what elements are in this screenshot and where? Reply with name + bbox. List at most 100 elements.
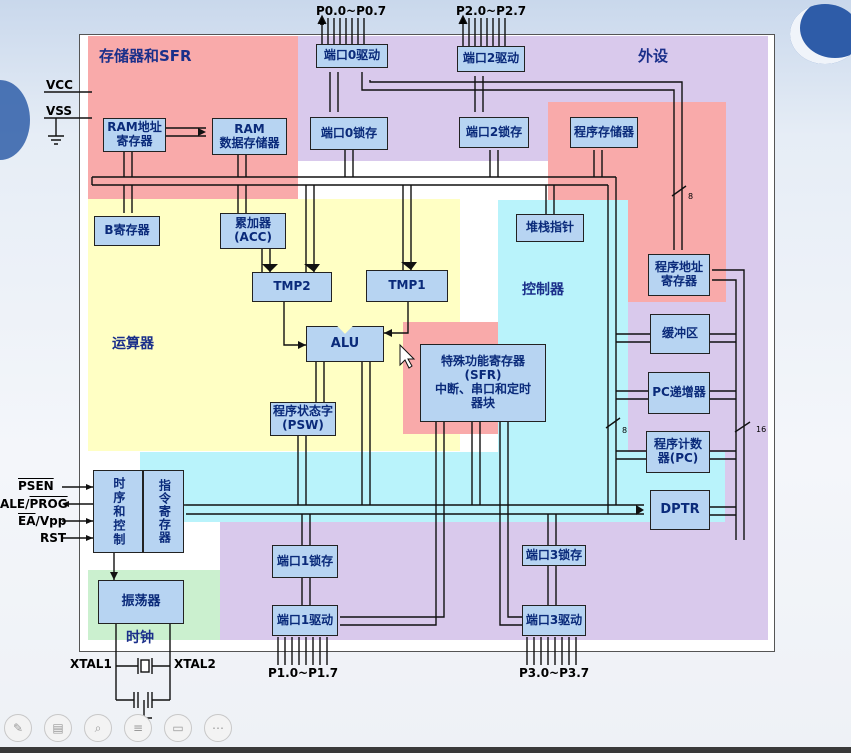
- buffer: 缓冲区: [650, 314, 710, 354]
- port3-latch-label: 端口3锁存: [525, 547, 583, 562]
- sfr-label-1: 特殊功能寄存器: [440, 354, 525, 369]
- p1-pin-label: P1.0~P1.7: [268, 666, 339, 680]
- bus-width-8-top: 8: [688, 192, 694, 201]
- sfr-block: 特殊功能寄存器(SFR)中断、串口和定时器块: [420, 344, 546, 422]
- sfr-label-3: 中断、串口和定时: [434, 382, 531, 396]
- dptr: DPTR: [650, 490, 710, 530]
- prog-addr-label-1: 程序地址: [654, 260, 703, 275]
- sfr-bus: [471, 422, 481, 505]
- internal-bus-upper: [92, 176, 616, 186]
- port0-latch: 端口0锁存: [310, 117, 388, 150]
- port1-latch-bus: [301, 514, 311, 545]
- program-counter: 程序计数器(PC): [646, 431, 710, 473]
- arrow-tips-top: [317, 14, 468, 25]
- timing-control: 时序和控制: [93, 470, 143, 553]
- pcinc-right: [710, 390, 736, 400]
- sfr-label-2: (SFR): [464, 368, 502, 383]
- peripheral-label: 外设: [638, 47, 669, 65]
- sp-bus: [545, 185, 555, 214]
- slides-icon[interactable]: ▤: [44, 714, 72, 742]
- bus-width-8-mid: 8: [622, 426, 628, 435]
- port2-latch-label: 端口2锁存: [465, 124, 523, 139]
- ea-vpp-label: EA/Vpp: [18, 514, 66, 528]
- vss-label: VSS: [46, 104, 73, 118]
- pcinc-link: [616, 390, 650, 400]
- psw-label-2: (PSW): [282, 418, 324, 432]
- psen-label: PSEN: [18, 479, 54, 493]
- pc-link: [616, 450, 650, 460]
- tmp1-label: TMP1: [388, 278, 426, 293]
- port2-driver: 端口2驱动: [457, 46, 525, 72]
- ramaddr-to-ram: [166, 127, 206, 137]
- program-memory: 程序存储器: [570, 117, 638, 148]
- more-icon[interactable]: ⋯: [204, 714, 232, 742]
- port1-driver-label: 端口1驱动: [276, 612, 334, 627]
- ale-prog-label: ALE/PROG: [0, 497, 68, 511]
- port3-driver-label: 端口3驱动: [525, 612, 583, 627]
- p2-pins: [462, 18, 506, 46]
- acc-label-1: 累加器: [234, 216, 271, 231]
- zoom-icon[interactable]: ⌕: [84, 714, 112, 742]
- memory-region: [88, 36, 298, 199]
- pc-label-2: 器(PC): [657, 451, 699, 465]
- ale-label: ALE/: [0, 497, 30, 511]
- p3-pins: [526, 637, 577, 665]
- vcc-label: VCC: [46, 78, 73, 92]
- port3-latch: 端口3锁存: [522, 545, 586, 566]
- psw-bus: [297, 436, 307, 505]
- alu-psw: [315, 362, 325, 402]
- ramaddr-bus: [123, 152, 133, 177]
- bus-tmp2: [305, 185, 315, 272]
- prog-label: PROG: [29, 497, 68, 511]
- port3-latch-bus: [547, 514, 557, 545]
- b-reg-bus: [123, 185, 133, 213]
- port0-latch-label: 端口0锁存: [320, 125, 378, 140]
- alu-unit-label: 运算器: [112, 336, 154, 352]
- oscillator-label: 振荡器: [121, 593, 161, 609]
- pc-incrementer-label: PC递增器: [652, 385, 706, 400]
- accumulator: 累加器(ACC): [220, 213, 286, 249]
- p1-pins: [277, 637, 328, 665]
- ram-addr-label-1: RAM地址: [107, 120, 162, 135]
- bottom-bar: [0, 747, 851, 753]
- tmp1: TMP1: [366, 270, 448, 302]
- bus-width-16: 16: [756, 425, 767, 434]
- port1-link: [301, 578, 311, 605]
- rst-label: RST: [40, 531, 67, 545]
- buffer-right: [710, 333, 736, 343]
- port3-driver: 端口3驱动: [522, 605, 586, 636]
- ctrl-vertical: [607, 177, 617, 514]
- tick-8a: [671, 185, 687, 197]
- memory-sfr-label: 存储器和SFR: [99, 47, 192, 65]
- ram-label-1: RAM: [234, 121, 265, 136]
- stack-pointer: 堆栈指针: [516, 214, 584, 242]
- vss-line: [44, 117, 92, 145]
- controller-lower-region: [140, 452, 725, 522]
- alu-bus: [361, 362, 371, 505]
- pc-incrementer: PC递增器: [648, 372, 710, 414]
- buffer-label: 缓冲区: [661, 326, 698, 341]
- pc-right: [710, 450, 736, 460]
- prog-addr-label-2: 寄存器: [660, 274, 697, 288]
- menu-icon[interactable]: ≡: [124, 714, 152, 742]
- stack-pointer-label: 堆栈指针: [525, 220, 574, 235]
- deco-moon-right: [790, 4, 851, 64]
- controller-label: 控制器: [522, 282, 564, 298]
- tmp2-label: TMP2: [273, 279, 311, 294]
- b-register-label: B寄存器: [104, 223, 150, 238]
- acc-bus: [237, 185, 247, 213]
- ea-label: EA: [18, 514, 36, 528]
- port3-link: [547, 566, 557, 605]
- ram-label-2: 数据存储器: [219, 135, 280, 150]
- p0-latch-bus: [344, 150, 354, 177]
- pmem-bus: [593, 150, 603, 177]
- pen-icon[interactable]: ✎: [4, 714, 32, 742]
- timing-control-label: 时序和控制: [111, 476, 126, 547]
- dptr-label: DPTR: [660, 501, 700, 517]
- camera-icon[interactable]: ▭: [164, 714, 192, 742]
- lower-bus: [186, 504, 644, 515]
- tmp2: TMP2: [252, 272, 332, 302]
- p3-pin-label: P3.0~P3.7: [519, 666, 590, 680]
